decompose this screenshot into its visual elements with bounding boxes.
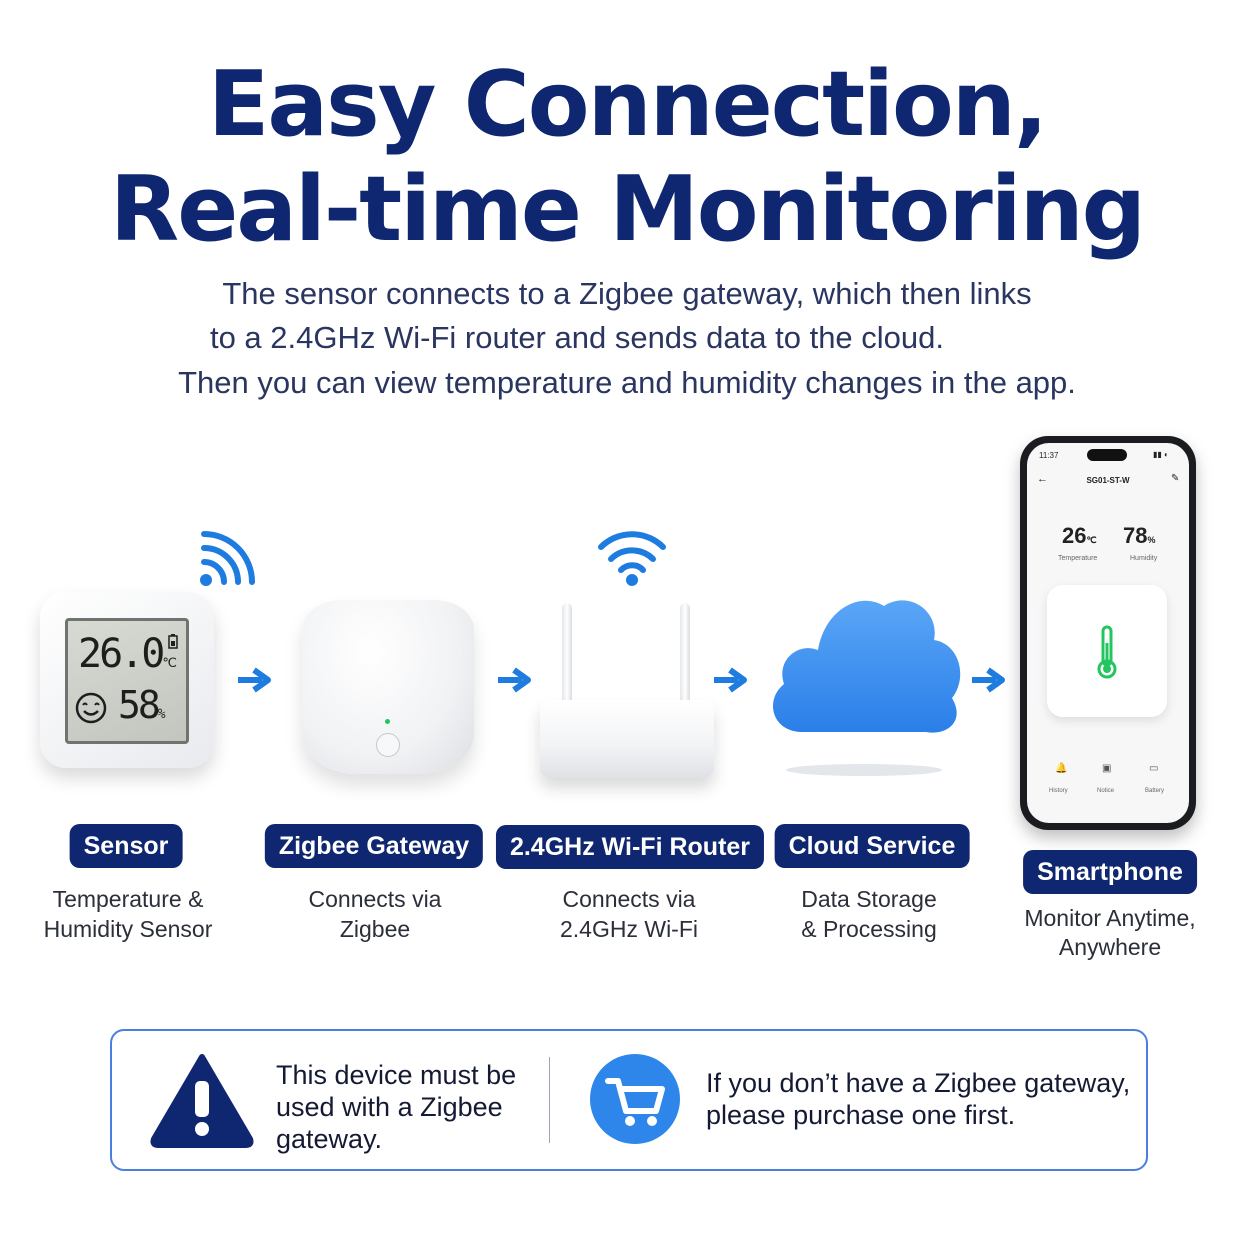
subtitle-line-2: to a 2.4GHz Wi-Fi router and sends data … [209, 320, 945, 355]
step-desc-smartphone: Monitor Anytime, Anywhere [990, 904, 1230, 962]
sensor-humidity: 58% [118, 683, 166, 727]
title-line-2: Real-time Monitoring [109, 157, 1146, 262]
step-desc-zigbee-gateway: Connects via Zigbee [255, 884, 495, 944]
phone-temperature-unit: ℃ [1086, 535, 1097, 545]
phone-temperature-value: 26 [1062, 523, 1087, 548]
step-label-wifi-router: 2.4GHz Wi-Fi Router [495, 825, 765, 869]
phone-humidity-value: 78 [1123, 523, 1148, 548]
phone-notch [1087, 449, 1127, 461]
router-antenna-left [562, 603, 572, 713]
notice-box: This device must be used with a Zigbee g… [110, 1029, 1148, 1171]
notice-icon[interactable]: ▣ [1102, 763, 1112, 774]
arrow-right-icon [972, 667, 1005, 693]
notice-left-line1: This device must be [276, 1060, 517, 1090]
battery-icon[interactable]: ▭ [1149, 763, 1159, 774]
step-desc-cloud-line1: Data Storage [801, 886, 937, 912]
step-desc-router-line2: 2.4GHz Wi-Fi [560, 916, 698, 942]
phone-device-name: SG01-ST-W [1086, 476, 1130, 485]
step-label-smartphone: Smartphone [1023, 850, 1197, 894]
gateway-button [376, 733, 400, 757]
sensor-temperature-value: 26.0 [78, 631, 165, 677]
zigbee-gateway-device [302, 600, 474, 774]
phone-humidity-label: Humidity [1130, 555, 1158, 562]
thermometer-card[interactable] [1047, 585, 1167, 717]
sensor-humidity-value: 58 [118, 683, 161, 727]
sensor-temperature: 26.0℃ [78, 631, 177, 677]
arrow-right-icon [498, 667, 531, 693]
step-desc-phone-line1: Monitor Anytime, [1024, 905, 1196, 931]
thermometer-icon [1097, 625, 1117, 679]
edit-pencil-icon[interactable]: ✎ [1171, 473, 1180, 484]
wifi-router-device [540, 700, 714, 778]
smartphone-device: 11:37 ▮▮ ◐ ← SG01-ST-W ✎ 26℃ Temperature… [1020, 436, 1196, 830]
smiley-face-icon [75, 692, 107, 724]
sensor-device: 26.0℃ 58% [40, 592, 214, 768]
notice-right-line1: If you don’t have a Zigbee gateway, [706, 1068, 1131, 1098]
wifi-icon [598, 531, 666, 586]
notice-left-line3: gateway. [276, 1124, 383, 1154]
phone-time: 11:37 [1039, 451, 1059, 460]
tab-history[interactable]: History [1049, 788, 1068, 794]
router-antenna-right [680, 603, 690, 713]
step-desc-gateway-line2: Zigbee [339, 916, 411, 942]
notice-left-line2: used with a Zigbee [276, 1092, 503, 1122]
sensor-temperature-unit: ℃ [162, 656, 177, 671]
sensor-lcd-display: 26.0℃ 58% [65, 618, 189, 744]
battery-icon [168, 634, 178, 649]
tab-notice[interactable]: Notice [1097, 788, 1115, 794]
step-desc-sensor-line2: Humidity Sensor [43, 916, 213, 942]
notice-divider [549, 1057, 550, 1143]
zigbee-signal-icon [200, 531, 255, 586]
step-desc-sensor: Temperature & Humidity Sensor [8, 884, 248, 944]
phone-screen: 11:37 ▮▮ ◐ ← SG01-ST-W ✎ 26℃ Temperature… [1027, 443, 1189, 823]
step-label-sensor: Sensor [69, 824, 183, 868]
step-desc-gateway-line1: Connects via [308, 886, 442, 912]
phone-humidity-unit: % [1147, 535, 1156, 545]
back-arrow-icon[interactable]: ← [1037, 473, 1048, 485]
notice-left-text: This device must be used with a Zigbee g… [276, 1059, 516, 1155]
step-desc-cloud-service: Data Storage & Processing [749, 884, 989, 944]
cloud-icon [772, 600, 961, 776]
subtitle-line-3: Then you can view temperature and humidi… [178, 365, 1076, 400]
step-desc-cloud-line2: & Processing [801, 916, 937, 942]
step-desc-sensor-line1: Temperature & [52, 886, 204, 912]
step-label-zigbee-gateway: Zigbee Gateway [264, 824, 484, 868]
shopping-cart-icon [590, 1054, 680, 1144]
phone-status-icons: ▮▮ ◐ [1153, 450, 1169, 459]
step-desc-router-line1: Connects via [562, 886, 696, 912]
step-label-cloud-service: Cloud Service [774, 824, 970, 868]
tab-battery[interactable]: Battery [1145, 788, 1165, 794]
gateway-status-led [385, 719, 390, 724]
phone-humidity: 78% [1123, 523, 1156, 549]
phone-temperature-label: Temperature [1058, 555, 1098, 562]
arrow-right-icon [714, 667, 747, 693]
step-desc-phone-line2: Anywhere [1058, 934, 1162, 960]
arrow-right-icon [238, 667, 271, 693]
notice-right-text: If you don’t have a Zigbee gateway, plea… [706, 1067, 1130, 1131]
phone-temperature: 26℃ [1062, 523, 1097, 549]
history-icon[interactable]: 🔔 [1055, 763, 1068, 774]
title-line-1: Easy Connection, [207, 52, 1048, 157]
warning-icon [150, 1054, 254, 1148]
step-desc-wifi-router: Connects via 2.4GHz Wi-Fi [509, 884, 749, 944]
notice-right-line2: please purchase one first. [706, 1100, 1016, 1130]
subtitle-line-1: The sensor connects to a Zigbee gateway,… [222, 276, 1032, 311]
sensor-humidity-unit: % [157, 707, 166, 722]
